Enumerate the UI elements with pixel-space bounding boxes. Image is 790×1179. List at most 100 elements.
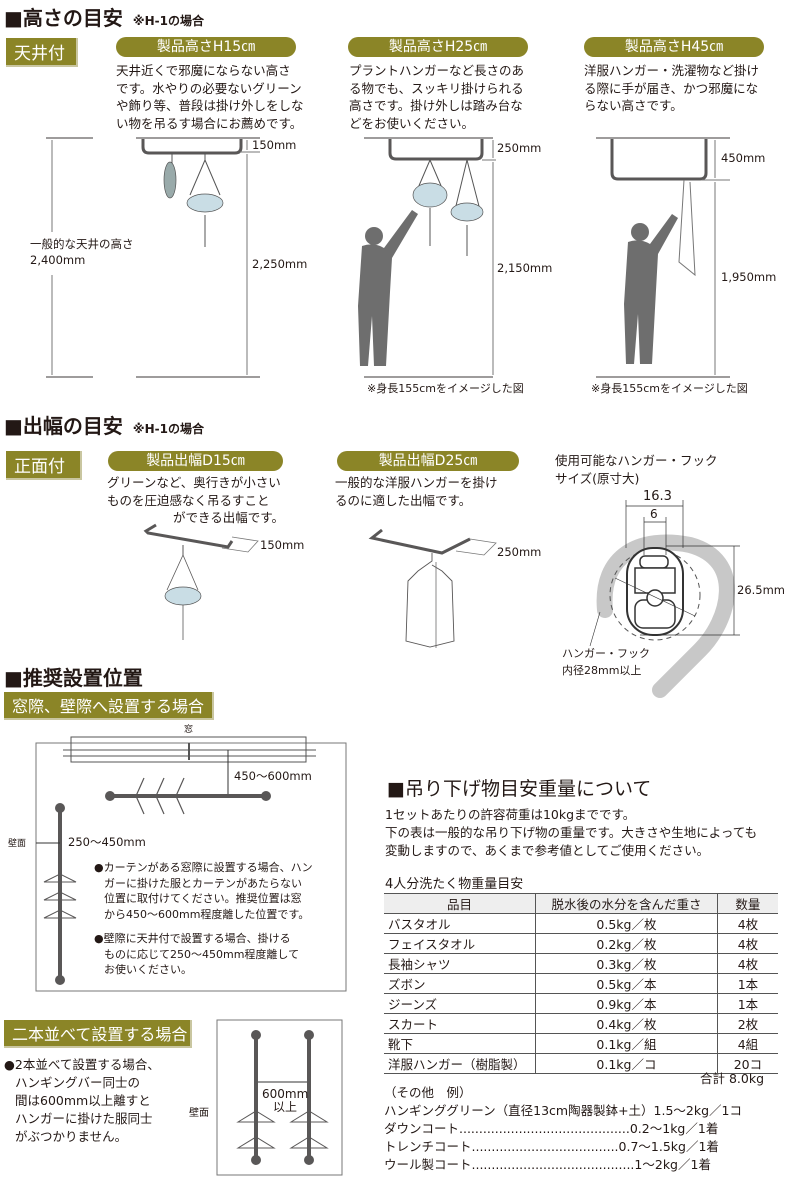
person-silhouette-icon	[358, 210, 678, 366]
col-qty: 数量	[717, 893, 778, 914]
h15-bottom-dim: 2,250mm	[252, 257, 308, 271]
cell-qty: 4枚	[717, 953, 778, 974]
bullet-line: お使いください。	[104, 963, 192, 976]
cell-weight: 0.3kg／枚	[535, 953, 718, 974]
cell-item: 洋服ハンガー（樹脂製）	[384, 1053, 537, 1074]
wall-distance: 250〜450mm	[68, 835, 146, 849]
bullet-line: ●2本並べて設置する場合、	[4, 1057, 160, 1072]
bullet-line: ハンガーに掛けた服同士	[15, 1111, 153, 1126]
cell-weight: 0.9kg／本	[535, 993, 718, 1014]
desc-line: どをお使いください。	[349, 115, 475, 131]
window-wall-tag: 窓際、壁際へ設置する場合	[4, 692, 214, 720]
other-title: （その他 例）	[384, 1085, 472, 1100]
front-mount-tag: 正面付	[6, 451, 82, 480]
position-bullets: ●カーテンがある窓際に設置する場合、ハン ガーに掛けた服とカーテンがあたらない …	[94, 860, 313, 978]
section-heading: ■高さの目安	[4, 6, 123, 30]
total-weight: 合計 8.0kg	[700, 1071, 765, 1086]
other-line: トレンチコート.................................…	[384, 1139, 719, 1154]
h45-description: 洋服ハンガー・洗濯物など掛け る際に手が届き、かつ邪魔にな らない高さです。	[584, 62, 759, 115]
title-line: サイズ(原寸大)	[555, 470, 640, 486]
h15-top-dim: 150mm	[252, 138, 297, 152]
desc-line: 一般的な洋服ハンガーを掛け	[335, 475, 498, 490]
desc-line: プラントハンガーなど長さのあ	[349, 63, 525, 78]
height-diagrams	[46, 137, 730, 378]
other-line: ダウンコート..................................…	[384, 1121, 719, 1136]
h45-top-dim: 450mm	[721, 151, 766, 165]
cell-item: 靴下	[384, 1033, 537, 1054]
section-note: ※H-1の場合	[132, 14, 204, 28]
wall-label: 壁面	[8, 839, 27, 849]
weight-intro: 1セットあたりの許容荷重は10kgまでです。 下の表は一般的な吊り下げ物の重量で…	[385, 806, 757, 860]
bullet-line: ものに応じて250〜450mm程度離して	[104, 947, 300, 961]
bullet-line: から450〜600mm程度離した位置です。	[104, 907, 310, 921]
cell-weight: 0.2kg／枚	[535, 933, 718, 954]
h15-description: 天井近くで邪魔にならない高さ です。水やりの必要ないグリーン や飾り等、普段は掛…	[116, 62, 304, 132]
d15-pill: 製品出幅D15㎝	[108, 451, 283, 471]
cell-weight: 0.1kg／組	[535, 1033, 718, 1054]
hook-inner-width: 6	[650, 507, 658, 521]
desc-line: ができる出幅です。	[173, 510, 285, 525]
hook-note: ハンガー・フック 内径28mm以上	[562, 645, 650, 679]
section-note: ※H-1の場合	[132, 422, 204, 436]
desc-line: らない高さです。	[584, 98, 683, 113]
pair-tag: 二本並べて設置する場合	[4, 1020, 192, 1048]
d25-pill: 製品出幅D25㎝	[337, 451, 519, 471]
cell-item: バスタオル	[384, 913, 537, 934]
dim-line: 600mm	[262, 1087, 309, 1101]
desc-line: 洋服ハンガー・洗濯物など掛け	[584, 63, 760, 78]
h25-pill: 製品高さH25㎝	[348, 37, 528, 57]
other-examples: （その他 例） ハンギンググリーン（直径13cm陶器製鉢+土）1.5〜2kg／1…	[384, 1084, 742, 1174]
col-weight: 脱水後の水分を含んだ重さ	[535, 893, 718, 914]
hook-outer-width: 16.3	[643, 489, 672, 504]
cell-weight: 0.4kg／枚	[535, 1013, 718, 1034]
note-line: ハンガー・フック	[562, 647, 650, 660]
desc-line: るのに適した出幅です。	[335, 492, 472, 508]
hook-size-diagram	[589, 500, 740, 698]
label-line: 2,400mm	[30, 253, 86, 267]
cell-qty: 1本	[717, 973, 778, 994]
ceiling-mount-tag: 天井付	[6, 38, 78, 67]
cell-qty: 4組	[717, 1033, 778, 1054]
desc-line: です。水やりの必要ないグリーン	[116, 80, 302, 96]
d15-dim: 150mm	[260, 538, 305, 552]
pair-wall-label: 壁面	[189, 1108, 209, 1119]
position-section-title: ■推奨設置位置	[4, 666, 143, 690]
h45-bottom-dim: 1,950mm	[721, 270, 777, 284]
cell-weight: 0.1kg／コ	[535, 1053, 718, 1074]
desc-line: や飾り等、普段は掛け外しをしな	[116, 98, 304, 113]
intro-line: 1セットあたりの許容荷重は10kgまでです。	[385, 807, 636, 822]
desc-line: 高さです。掛け外しは踏み台な	[349, 98, 523, 113]
d25-dim: 250mm	[497, 545, 542, 559]
bullet-line: 位置に取付けてください。推奨位置は窓	[104, 892, 302, 905]
h15-pill: 製品高さH15㎝	[116, 37, 296, 57]
hook-height: 26.5mm	[737, 583, 786, 597]
cell-item: フェイスタオル	[384, 933, 537, 954]
h25-top-dim: 250mm	[497, 141, 542, 155]
other-line: ハンギンググリーン（直径13cm陶器製鉢+土）1.5〜2kg／1コ	[384, 1103, 743, 1118]
bullet-line: ハンギングバー同士の	[15, 1075, 141, 1090]
cell-qty: 2枚	[717, 1013, 778, 1034]
bullet-line: ●壁際に天井付で設置する場合、掛ける	[94, 932, 291, 945]
cell-item: 長袖シャツ	[384, 953, 537, 974]
h25-bottom-dim: 2,150mm	[497, 261, 553, 275]
depth-diagrams	[143, 500, 740, 698]
cell-qty: 4枚	[717, 913, 778, 934]
note-line: 内径28mm以上	[562, 664, 642, 677]
other-line: ウール製コート.................................…	[384, 1157, 711, 1172]
depth-section-title: ■出幅の目安※H-1の場合	[4, 410, 204, 439]
h45-pill: 製品高さH45㎝	[584, 37, 764, 57]
pair-bullet: ●2本並べて設置する場合、 ハンギングバー同士の 間は600mm以上離すと ハン…	[4, 1056, 160, 1146]
desc-line: い物を吊るす場合にお薦めです。	[116, 115, 303, 131]
cell-item: スカート	[384, 1013, 537, 1034]
weight-section-title: ■吊り下げ物目安重量について	[387, 778, 652, 800]
h25-description: プラントハンガーなど長さのあ る物でも、スッキリ掛けられる 高さです。掛け外しは…	[349, 62, 524, 132]
desc-line: る際に手が届き、かつ邪魔にな	[584, 80, 759, 96]
bullet-line: ●カーテンがある窓際に設置する場合、ハン	[94, 861, 313, 874]
hook-title: 使用可能なハンガー・フック サイズ(原寸大)	[555, 452, 718, 487]
